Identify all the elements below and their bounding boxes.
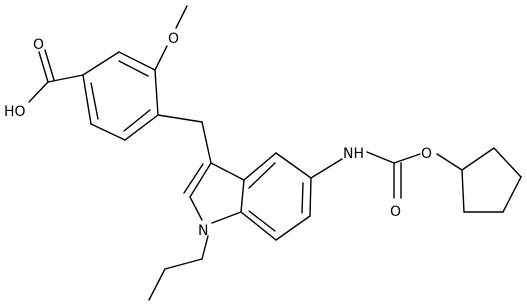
- bond-ring-a-4: [90, 123, 126, 141]
- atom-carbonyl-oxygen: O: [390, 204, 401, 220]
- bond-indole-pyrrole-5: [210, 162, 245, 181]
- bond-acid-oh: [28, 81, 49, 103]
- bond-methyl-oxygen: [175, 5, 188, 29]
- bond-ester-o-cyclopentyl: [436, 153, 463, 171]
- bond-indole-benzene-2: [275, 152, 312, 179]
- bond-cyclopentyl-1: [461, 147, 495, 171]
- bond-cyclopentyl-3: [502, 176, 522, 213]
- bond-ring-a-5: [124, 114, 159, 141]
- bond-indole-pyrrole-1: [189, 162, 212, 198]
- atom-acid-oxygen: O: [33, 37, 44, 53]
- bond-ring-a-5-inner: [123, 109, 151, 132]
- bond-ring-a-2: [82, 51, 120, 76]
- bond-cyclopentyl-5: [461, 169, 465, 213]
- bond-indole-pyrrole-1-inner: [183, 163, 204, 194]
- bond-oxygen-ring-a: [154, 45, 168, 71]
- bond-indole-benzene-4: [275, 215, 311, 241]
- atom-indole-nitrogen: N: [198, 223, 208, 239]
- atom-acid-hydroxyl: HO: [4, 104, 26, 120]
- atom-carbamate-nh: NH: [343, 146, 364, 162]
- bond-indole-benzene-5: [240, 211, 277, 241]
- bond-ring-a-1: [118, 51, 156, 71]
- bond-ring-a-1-inner: [118, 60, 149, 77]
- bond-benzylic-1: [157, 114, 203, 123]
- bond-indole-pyrrole-3: [211, 211, 242, 224]
- bond-propyl-2: [164, 258, 203, 270]
- bond-aryl-nh: [310, 158, 343, 179]
- atom-methoxy-oxygen: O: [168, 31, 179, 47]
- bond-indole-pyrrole-4: [240, 179, 245, 213]
- bond-indole-benzene-1: [243, 152, 277, 181]
- bond-carbonyl-ester-o: [393, 153, 421, 164]
- bond-benzylic-2: [201, 121, 212, 164]
- bond-ring-a-3-inner: [90, 82, 99, 120]
- bond-indole-benzene-1-inner: [248, 162, 276, 189]
- bond-nh-carbonyl: [366, 151, 395, 164]
- bond-acid-carbon: [47, 74, 84, 83]
- bond-indole-benzene-3-inner: [301, 182, 304, 214]
- bond-indole-benzene-3: [309, 177, 312, 217]
- bond-propyl-3: [148, 268, 166, 301]
- bond-acid-co-1: [38, 51, 49, 83]
- bond-ring-a-6: [154, 69, 159, 116]
- bond-indole-benzene-5-inner: [248, 210, 276, 232]
- bond-acid-co-2: [44, 49, 55, 81]
- bond-propyl-1: [201, 235, 209, 260]
- atom-ester-oxygen: O: [421, 146, 432, 162]
- bond-ring-a-3: [82, 74, 92, 125]
- bond-cyclopentyl-2: [493, 147, 522, 178]
- bond-indole-pyrrole-2: [189, 196, 203, 221]
